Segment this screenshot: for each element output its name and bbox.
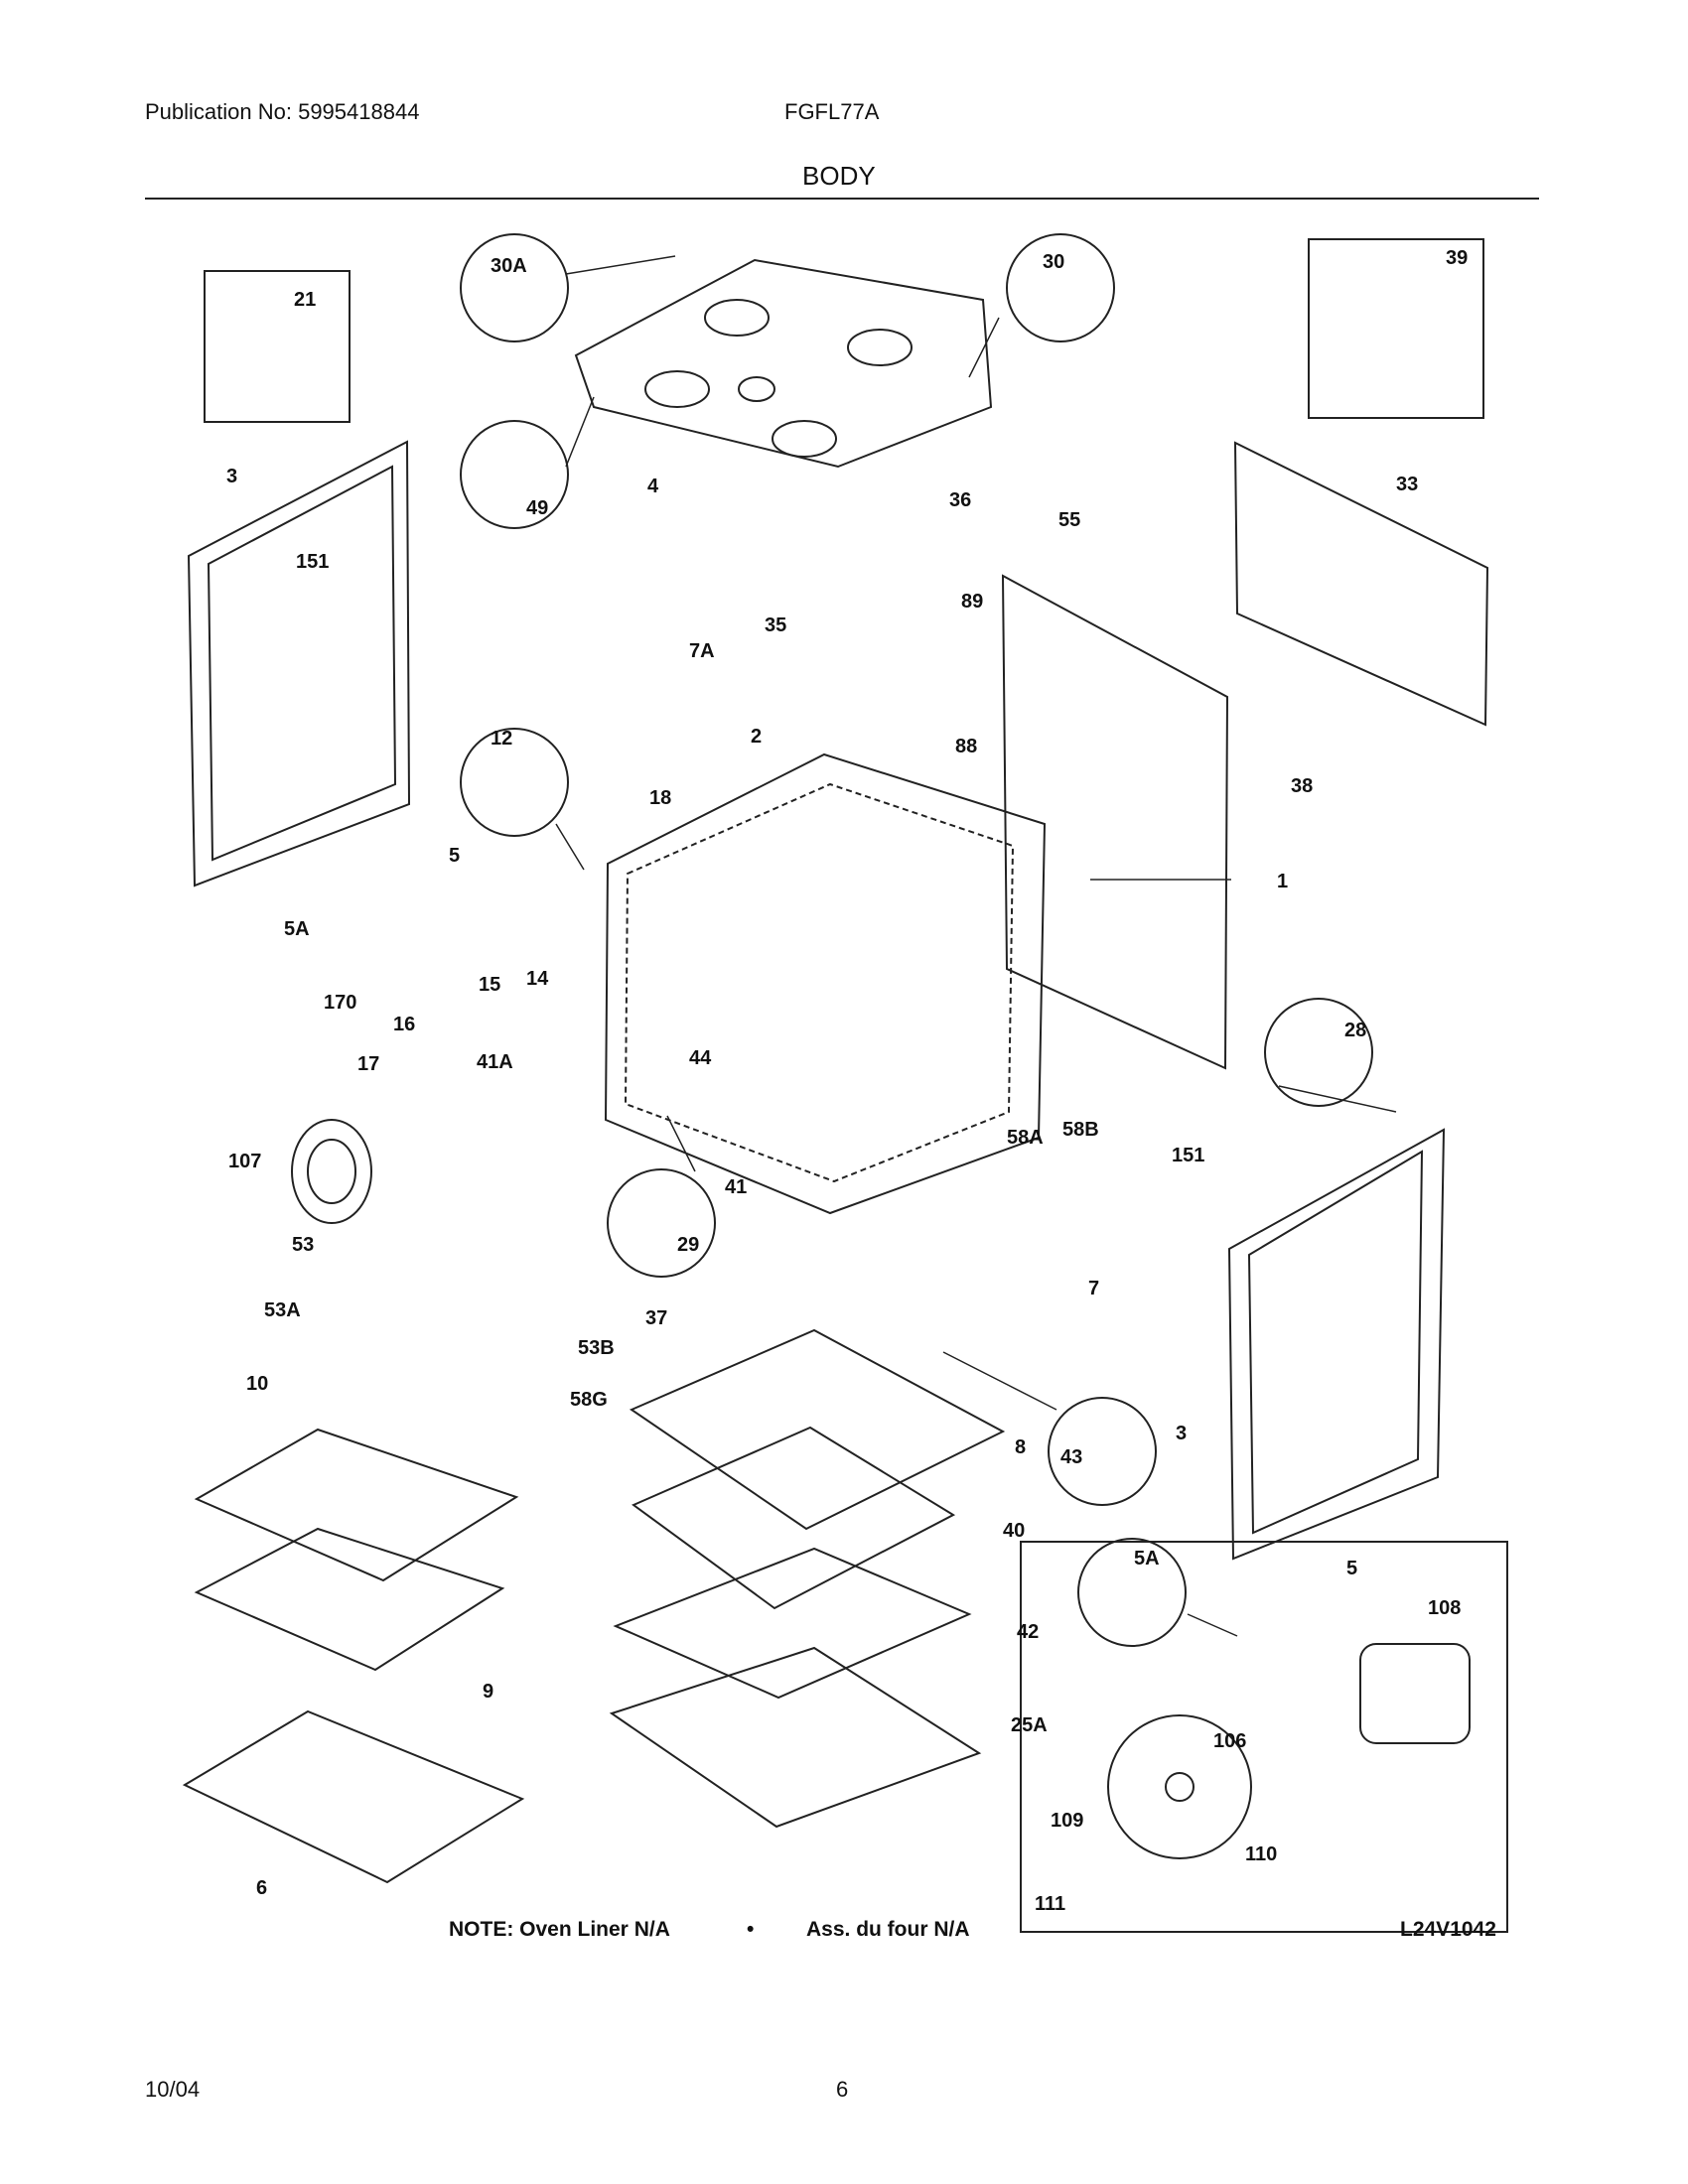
part-21-inset bbox=[204, 270, 351, 423]
callout-circle-29 bbox=[607, 1168, 716, 1278]
cooktop-panel-4 bbox=[574, 258, 993, 469]
header-rule bbox=[145, 198, 1539, 200]
callout-58G: 58G bbox=[570, 1389, 608, 1411]
callout-17: 17 bbox=[357, 1053, 379, 1075]
callout-8: 8 bbox=[1015, 1436, 1026, 1458]
callout-53: 53 bbox=[292, 1234, 314, 1256]
callout-43: 43 bbox=[1060, 1446, 1082, 1468]
callout-42: 42 bbox=[1017, 1621, 1039, 1643]
footer-page-number: 6 bbox=[836, 2077, 849, 2102]
part-39-inset bbox=[1308, 238, 1484, 419]
callout-25A: 25A bbox=[1011, 1714, 1048, 1736]
broiler-pan-10 bbox=[194, 1428, 519, 1672]
callout-12: 12 bbox=[491, 728, 512, 750]
back-panel-1 bbox=[1001, 574, 1229, 1070]
callout-16: 16 bbox=[393, 1014, 415, 1035]
callout-49: 49 bbox=[526, 497, 548, 519]
callout-5-left: 5 bbox=[449, 845, 460, 867]
callout-7A: 7A bbox=[689, 640, 715, 662]
callout-41A: 41A bbox=[477, 1051, 513, 1073]
callout-30: 30 bbox=[1043, 251, 1064, 273]
callout-111: 111 bbox=[1035, 1893, 1065, 1915]
callout-circle-49 bbox=[460, 420, 569, 529]
note-oven-liner: NOTE: Oven Liner N/A bbox=[449, 1918, 670, 1941]
callout-38: 38 bbox=[1291, 775, 1313, 797]
callout-5-right: 5 bbox=[1346, 1558, 1357, 1579]
model-number: FGFL77A bbox=[784, 99, 880, 124]
drawing-id: L24V1042 bbox=[1400, 1918, 1496, 1941]
callout-53B: 53B bbox=[578, 1337, 615, 1359]
callout-109: 109 bbox=[1051, 1810, 1083, 1832]
callout-15: 15 bbox=[479, 974, 500, 996]
callout-151-left: 151 bbox=[296, 551, 329, 573]
callout-151-right: 151 bbox=[1172, 1145, 1204, 1166]
callout-3-left: 3 bbox=[226, 466, 237, 487]
callout-44: 44 bbox=[689, 1047, 712, 1069]
rear-cover-33 bbox=[1233, 441, 1489, 727]
callout-circle-28 bbox=[1264, 998, 1373, 1107]
callout-4: 4 bbox=[647, 476, 659, 497]
bottom-panels bbox=[609, 1328, 1006, 1829]
fan-motor-108 bbox=[1359, 1643, 1471, 1744]
oven-body-2 bbox=[604, 752, 1047, 1215]
callout-circle-5A bbox=[1077, 1538, 1187, 1647]
note-bullet: • bbox=[747, 1918, 754, 1941]
callout-21: 21 bbox=[294, 289, 316, 311]
callout-circle-43 bbox=[1048, 1397, 1157, 1506]
callout-35: 35 bbox=[765, 614, 786, 636]
callout-10: 10 bbox=[246, 1373, 268, 1395]
callout-88: 88 bbox=[955, 736, 977, 757]
callout-170: 170 bbox=[324, 992, 356, 1014]
callout-5A-left: 5A bbox=[284, 918, 310, 940]
callout-30A: 30A bbox=[491, 255, 527, 277]
publication-number: Publication No: 5995418844 bbox=[145, 99, 420, 124]
broil-element-107 bbox=[291, 1119, 372, 1224]
callout-14: 14 bbox=[526, 968, 549, 990]
leader-lines bbox=[555, 255, 1397, 1637]
callout-40: 40 bbox=[1003, 1520, 1025, 1542]
side-panel-left-3 bbox=[187, 440, 411, 887]
footer-date: 10/04 bbox=[145, 2077, 201, 2102]
callout-9: 9 bbox=[483, 1681, 493, 1703]
callout-36: 36 bbox=[949, 489, 971, 511]
callout-37: 37 bbox=[645, 1307, 667, 1329]
callout-7: 7 bbox=[1088, 1278, 1099, 1299]
callout-55: 55 bbox=[1058, 509, 1080, 531]
callout-29: 29 bbox=[677, 1234, 699, 1256]
callout-108: 108 bbox=[1428, 1597, 1461, 1619]
callout-circle-30 bbox=[1006, 233, 1115, 342]
callout-58B: 58B bbox=[1062, 1119, 1099, 1141]
callout-89: 89 bbox=[961, 591, 983, 613]
convection-fan-blade-109 bbox=[1107, 1714, 1252, 1859]
oven-rack-6 bbox=[182, 1709, 525, 1884]
callout-107: 107 bbox=[228, 1151, 261, 1172]
callout-58A: 58A bbox=[1007, 1127, 1044, 1149]
convection-fan-inset bbox=[1020, 1541, 1508, 1933]
callout-28: 28 bbox=[1344, 1020, 1366, 1041]
callout-5A-right: 5A bbox=[1134, 1548, 1160, 1570]
note-french: Ass. du four N/A bbox=[806, 1918, 970, 1941]
callout-33: 33 bbox=[1396, 474, 1418, 495]
side-panel-right-3 bbox=[1227, 1128, 1446, 1561]
callout-39: 39 bbox=[1446, 247, 1468, 269]
callout-6: 6 bbox=[256, 1877, 267, 1899]
callout-2: 2 bbox=[751, 726, 762, 748]
callout-18: 18 bbox=[649, 787, 671, 809]
callout-1: 1 bbox=[1277, 871, 1288, 892]
callout-106: 106 bbox=[1213, 1730, 1246, 1752]
callout-3-right: 3 bbox=[1176, 1423, 1187, 1444]
callout-circle-30A bbox=[460, 233, 569, 342]
callout-110: 110 bbox=[1245, 1843, 1277, 1865]
callout-53A: 53A bbox=[264, 1299, 301, 1321]
callout-41: 41 bbox=[725, 1176, 747, 1198]
callout-circle-12 bbox=[460, 728, 569, 837]
section-title: BODY bbox=[802, 161, 876, 191]
